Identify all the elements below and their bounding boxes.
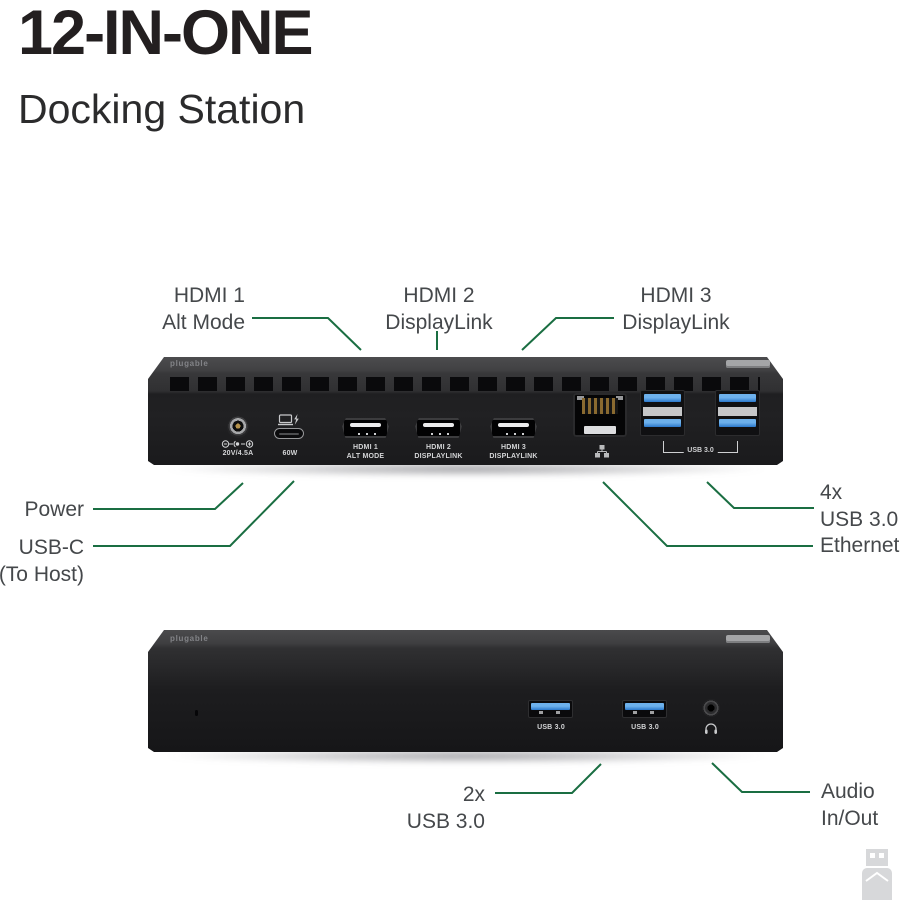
status-led — [195, 710, 198, 716]
annotation-hdmi1-line1: HDMI 1 — [173, 284, 245, 307]
hdmi3-port-label: HDMI 3 DISPLAYLINK — [470, 443, 557, 461]
brand-logo: plugable — [170, 634, 209, 643]
front-usb3-port-2 — [622, 700, 667, 718]
usbc-wattage-label: 60W — [282, 450, 298, 457]
usb3-port — [644, 394, 681, 402]
hdmi2-port-label-line1: HDMI 2 — [426, 444, 451, 451]
power-port — [227, 416, 249, 438]
usb3-port — [644, 419, 681, 427]
usb3-port-column-2 — [715, 390, 760, 436]
annotation-hdmi2: HDMI 2 DisplayLink — [379, 282, 499, 336]
front-usb1-label: USB 3.0 — [537, 724, 565, 731]
front-usb2-label: USB 3.0 — [631, 724, 659, 731]
leader-hdmi3 — [521, 317, 614, 351]
leader-usb2x — [495, 763, 602, 794]
front-device-shadow — [160, 748, 772, 764]
hdmi3-port-label-line1: HDMI 3 — [501, 444, 526, 451]
annotation-power-line1: Power — [24, 498, 84, 521]
ethernet-port — [573, 393, 627, 437]
rear-device-shadow — [160, 461, 772, 477]
audio-jack — [702, 699, 720, 717]
annotation-hdmi3: HDMI 3 DisplayLink — [616, 282, 736, 336]
leader-hdmi1 — [252, 317, 362, 351]
brand-logo: plugable — [170, 359, 209, 368]
annotation-usb-4x: 4x USB 3.0 — [820, 479, 900, 533]
usb3-port — [719, 419, 756, 427]
usb-plug-icon — [862, 849, 892, 900]
annotation-hdmi3-line2: DisplayLink — [622, 311, 730, 334]
hdmi-port-1 — [342, 418, 389, 438]
annotation-power: Power — [0, 496, 84, 523]
leader-audio — [711, 762, 810, 793]
usb-group-label: USB 3.0 — [683, 447, 717, 454]
front-usb3-port-1 — [528, 700, 573, 718]
front-device: plugable USB 3.0 USB 3.0 — [148, 630, 783, 752]
leader-usbc — [93, 480, 295, 547]
laptop-lightning-icon — [278, 414, 300, 426]
usb-c-host-port — [274, 428, 304, 439]
usb3-port-column-1 — [640, 390, 685, 436]
annotation-usb-c: USB-C (To Host) — [0, 534, 84, 588]
network-nodes-icon — [595, 445, 609, 458]
power-rating-label: 20V/4.5A — [222, 450, 254, 457]
annotation-usb-4x-line2: USB 3.0 — [820, 508, 899, 531]
leader-usb4x — [706, 481, 814, 509]
annotation-ethernet-line1: Ethernet — [820, 534, 900, 557]
hdmi2-port-label-line2: DISPLAYLINK — [414, 453, 463, 460]
annotation-usb-c-line2: (To Host) — [0, 563, 84, 586]
annotation-usb-2x-line2: USB 3.0 — [406, 810, 485, 833]
hdmi-port-2 — [415, 418, 462, 438]
hdmi-port-3 — [490, 418, 537, 438]
annotation-hdmi3-line1: HDMI 3 — [640, 284, 712, 307]
annotation-audio-line1: Audio — [821, 780, 875, 803]
rear-device: plugable 20V/4.5A 60W HDMI 1 — [148, 357, 783, 465]
annotation-usb-2x: 2x USB 3.0 — [385, 781, 485, 835]
annotation-usb-2x-line1: 2x — [462, 783, 485, 806]
headphones-icon — [704, 721, 718, 735]
annotation-hdmi1-line2: Alt Mode — [162, 311, 245, 334]
hdmi1-port-label-line1: HDMI 1 — [353, 444, 378, 451]
info-label-sticker — [726, 635, 770, 643]
leader-power — [93, 482, 244, 510]
annotation-hdmi2-line2: DisplayLink — [385, 311, 493, 334]
hdmi3-port-label-line2: DISPLAYLINK — [489, 453, 538, 460]
info-label-sticker — [726, 360, 770, 368]
annotation-hdmi1: HDMI 1 Alt Mode — [135, 282, 245, 336]
usb-group-bracket: USB 3.0 — [663, 441, 738, 453]
page-subtitle: Docking Station — [18, 86, 306, 132]
annotation-audio: Audio In/Out — [821, 778, 900, 832]
vent-slots — [170, 377, 760, 391]
power-polarity-icon — [221, 439, 255, 449]
annotation-usb-4x-line1: 4x — [820, 481, 843, 504]
leader-ethernet — [602, 481, 813, 547]
hdmi1-port-label-line2: ALT MODE — [346, 453, 385, 460]
annotation-hdmi2-line1: HDMI 2 — [403, 284, 475, 307]
annotation-usb-c-line1: USB-C — [18, 536, 84, 559]
hdmi2-port-label: HDMI 2 DISPLAYLINK — [395, 443, 482, 461]
page-title: 12-IN-ONE — [18, 0, 314, 68]
annotation-audio-line2: In/Out — [821, 807, 879, 830]
hdmi1-port-label: HDMI 1 ALT MODE — [322, 443, 409, 461]
annotation-ethernet: Ethernet — [820, 532, 900, 559]
usb3-port — [719, 394, 756, 402]
